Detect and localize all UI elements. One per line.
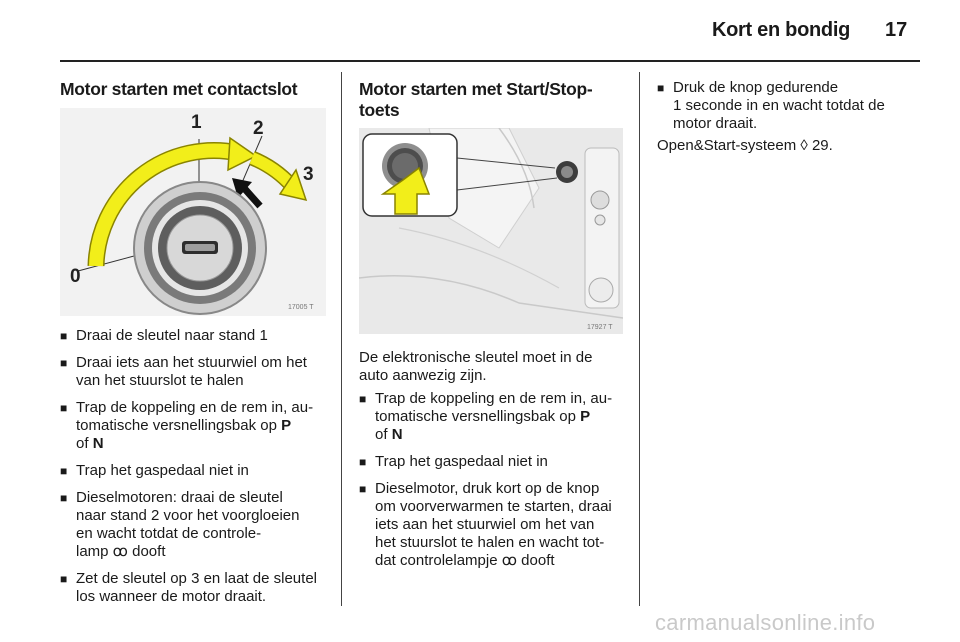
watermark: carmanualsonline.info <box>655 610 876 635</box>
figure-code: 17005 T <box>288 304 314 311</box>
bullet-line: los wanneer de motor draait. <box>76 588 267 605</box>
bullet-line: motor draait. <box>673 115 758 132</box>
bullet-item: Trap de koppeling en de rem in, au-tomat… <box>359 390 631 444</box>
cross-reference: Open&Start-systeem ◊ 29. <box>657 137 833 154</box>
bullet-line: iets aan het stuurwiel om het van <box>375 516 595 533</box>
middle-heading-line-1: Motor starten met Start/Stop- <box>359 79 593 99</box>
bullet-line: 1 seconde in en wacht totdat de <box>673 97 885 114</box>
bullet-line: of N <box>375 426 403 443</box>
page-number: 17 <box>885 19 908 41</box>
middle-section-heading: Motor starten met Start/Stop- toets <box>359 79 629 121</box>
header-divider <box>60 60 920 62</box>
ignition-lock-figure: 0 1 2 3 17005 T <box>60 108 326 316</box>
bullet-line: Draai de sleutel naar stand 1 <box>76 327 268 344</box>
position-label-1: 1 <box>191 112 202 133</box>
column-divider-2 <box>639 72 640 606</box>
bullet-line: tomatische versnellingsbak op P <box>76 417 292 434</box>
middle-intro-line-1: De elektronische sleutel moet in de <box>359 349 593 366</box>
figure-code: 17927 T <box>587 324 613 331</box>
bullet-item: Trap de koppeling en de rem in, au-tomat… <box>60 399 336 453</box>
bullet-line: tomatische versnellingsbak op P <box>375 408 591 425</box>
bullet-line: Zet de sleutel op 3 en laat de sleutel <box>76 570 317 587</box>
middle-intro-line-2: auto aanwezig zijn. <box>359 367 487 384</box>
bullet-line: Dieselmotor, druk kort op de knop <box>375 480 600 497</box>
start-stop-button-figure: 17927 T <box>358 127 624 334</box>
bullet-line: dat controlelampje ꝏ dooft <box>375 552 555 569</box>
bullet-line: Trap het gaspedaal niet in <box>76 462 249 479</box>
bullet-line: van het stuurslot te halen <box>76 372 244 389</box>
bullet-line: naar stand 2 voor het voorgloeien <box>76 507 300 524</box>
position-label-2: 2 <box>253 118 264 139</box>
bullet-line: het stuurslot te halen en wacht tot- <box>375 534 605 551</box>
bullet-line: Trap de koppeling en de rem in, au- <box>76 399 314 416</box>
bullet-item: Trap het gaspedaal niet in <box>359 453 631 471</box>
column-divider-1 <box>341 72 342 606</box>
bullet-line: om voorverwarmen te starten, draai <box>375 498 612 515</box>
bullet-line: of N <box>76 435 104 452</box>
left-bullet-list: Draai de sleutel naar stand 1 Draai iets … <box>60 327 336 615</box>
position-label-0: 0 <box>70 266 81 287</box>
dashboard-illustration <box>358 127 624 334</box>
bullet-line: Trap het gaspedaal niet in <box>375 453 548 470</box>
middle-heading-line-2: toets <box>359 100 400 120</box>
ignition-lock-illustration: 0 1 2 3 <box>70 112 314 315</box>
left-section-heading: Motor starten met contactslot <box>60 79 298 99</box>
bullet-line: Druk de knop gedurende <box>673 79 839 96</box>
page-header-title: Kort en bondig <box>712 19 850 41</box>
bullet-line: Trap de koppeling en de rem in, au- <box>375 390 613 407</box>
bullet-item: Trap het gaspedaal niet in <box>60 462 336 480</box>
bullet-line: en wacht totdat de controle- <box>76 525 262 542</box>
bullet-line: lamp ꝏ dooft <box>76 543 166 560</box>
middle-intro-paragraph: De elektronische sleutel moet in de auto… <box>359 349 629 385</box>
bullet-item: Draai de sleutel naar stand 1 <box>60 327 336 345</box>
bullet-line: Draai iets aan het stuurwiel om het <box>76 354 307 371</box>
bullet-item: Zet de sleutel op 3 en laat de sleutello… <box>60 570 336 606</box>
position-label-3: 3 <box>303 164 314 185</box>
bullet-line: Dieselmotoren: draai de sleutel <box>76 489 283 506</box>
middle-bullet-list: Trap de koppeling en de rem in, au-tomat… <box>359 390 631 579</box>
